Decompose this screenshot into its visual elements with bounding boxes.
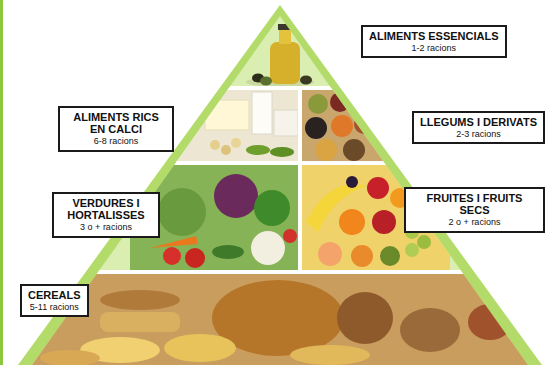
group-heading: VERDURES I HORTALISSES bbox=[60, 197, 152, 221]
pyramid-border bbox=[18, 5, 542, 365]
soybean bbox=[210, 140, 220, 150]
soybean bbox=[231, 138, 241, 148]
food-pictures bbox=[0, 24, 549, 365]
label-box: VERDURES I HORTALISSES3 o + racions bbox=[52, 192, 160, 238]
label-box: CEREALS5-11 racions bbox=[20, 284, 89, 317]
bread-roll bbox=[337, 292, 393, 344]
tier-dividers bbox=[0, 88, 549, 272]
cereals-picture bbox=[30, 273, 530, 365]
divider bbox=[0, 86, 549, 90]
bottle-cap bbox=[278, 24, 292, 30]
olive bbox=[300, 76, 312, 85]
cauliflower bbox=[251, 231, 285, 265]
group-heading: CEREALS bbox=[28, 289, 81, 301]
red-cabbage bbox=[214, 174, 258, 218]
grape bbox=[417, 235, 431, 249]
serving-count: 6-8 racions bbox=[66, 136, 166, 146]
label-box: FRUITES I FRUITS SECS2 o + racions bbox=[404, 187, 545, 233]
group-heading: FRUITES I FRUITS SECS bbox=[412, 192, 537, 216]
bread-roll bbox=[468, 304, 512, 340]
blueberry bbox=[346, 176, 358, 188]
apple bbox=[367, 177, 389, 199]
wheat bbox=[100, 290, 180, 310]
legume-pile bbox=[331, 115, 353, 137]
carrot bbox=[150, 236, 198, 248]
kiwi bbox=[380, 246, 400, 266]
bottle-neck bbox=[279, 29, 291, 44]
parsley bbox=[254, 190, 290, 226]
orange bbox=[339, 209, 365, 235]
label-box: LLEGUMS I DERIVATS2-3 racions bbox=[412, 111, 545, 144]
legume-pile bbox=[315, 139, 337, 161]
oil-bottle bbox=[270, 42, 300, 84]
grape bbox=[405, 243, 419, 257]
olive bbox=[260, 77, 272, 86]
green-bean bbox=[270, 147, 294, 157]
milk-glass bbox=[252, 92, 272, 134]
pasta bbox=[100, 312, 180, 332]
tomato bbox=[185, 248, 205, 268]
legume-pile bbox=[305, 117, 327, 139]
serving-count: 5-11 racions bbox=[28, 302, 81, 312]
legume-pile bbox=[354, 114, 374, 134]
group-heading: LLEGUMS I DERIVATS bbox=[420, 116, 537, 128]
ground bbox=[300, 90, 420, 162]
ground bbox=[30, 273, 530, 365]
legume-pile bbox=[308, 94, 328, 114]
soybean bbox=[221, 145, 231, 155]
tofu bbox=[274, 110, 298, 136]
oil-picture bbox=[246, 24, 314, 87]
group-heading: ALIMENTS RICS EN CALCI bbox=[66, 111, 166, 135]
serving-count: 3 o + racions bbox=[60, 222, 152, 232]
pasta bbox=[164, 334, 236, 362]
label-box: ALIMENTS RICS EN CALCI6-8 racions bbox=[58, 106, 174, 152]
label-box: ALIMENTS ESSENCIALS1-2 racions bbox=[361, 25, 507, 58]
group-heading: ALIMENTS ESSENCIALS bbox=[369, 30, 499, 42]
cabbage bbox=[158, 188, 206, 236]
serving-count: 2-3 racions bbox=[420, 129, 537, 139]
peach bbox=[318, 242, 342, 266]
cheese bbox=[205, 100, 249, 130]
apricot bbox=[351, 245, 373, 267]
grains bbox=[40, 350, 100, 365]
bread-roll bbox=[400, 308, 460, 352]
legume-pile bbox=[343, 139, 365, 161]
divider bbox=[0, 161, 549, 165]
pasta bbox=[290, 345, 370, 365]
legumes-picture bbox=[300, 90, 420, 162]
divider bbox=[0, 270, 549, 274]
serving-count: 1-2 racions bbox=[369, 43, 499, 53]
legume-pile bbox=[330, 92, 350, 112]
cucumber bbox=[212, 245, 244, 259]
tomato bbox=[283, 229, 297, 243]
divider bbox=[298, 88, 302, 272]
green-bean bbox=[246, 145, 270, 155]
side-bar bbox=[0, 0, 3, 365]
tomato bbox=[163, 247, 181, 265]
apple bbox=[372, 210, 396, 234]
serving-count: 2 o + racions bbox=[412, 217, 537, 227]
